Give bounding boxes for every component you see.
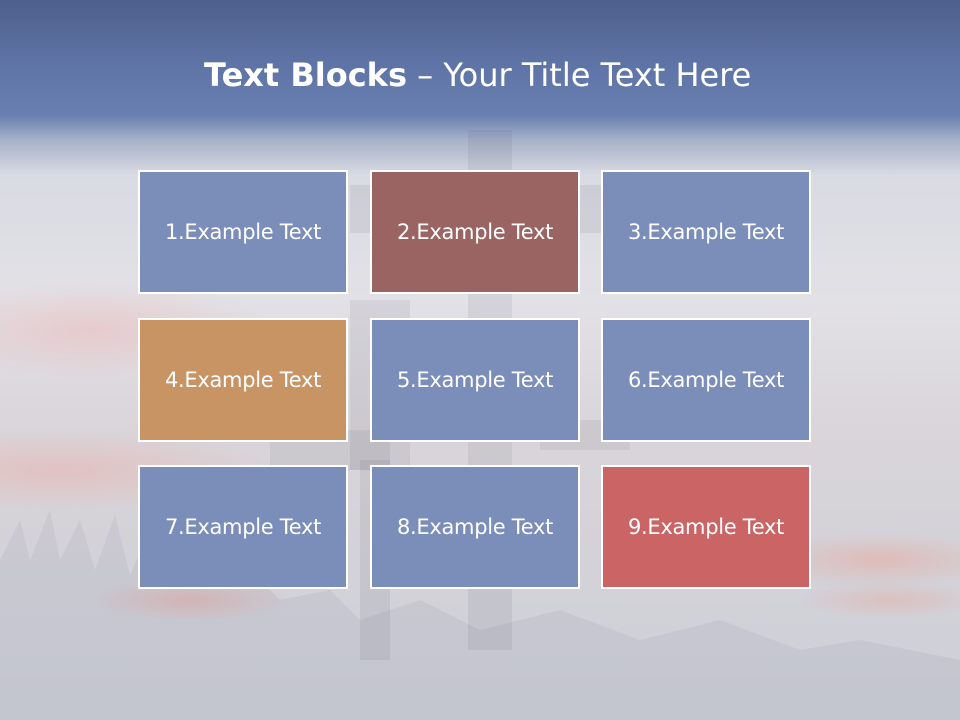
text-block-label: 1.Example Text <box>164 220 322 244</box>
text-block-2[interactable]: 2.Example Text <box>370 170 580 294</box>
text-block-3[interactable]: 3.Example Text <box>601 170 811 294</box>
text-block-6[interactable]: 6.Example Text <box>601 318 811 442</box>
text-block-label: 6.Example Text <box>627 368 785 392</box>
text-block-8[interactable]: 8.Example Text <box>370 465 580 589</box>
text-block-1[interactable]: 1.Example Text <box>138 170 348 294</box>
text-block-9[interactable]: 9.Example Text <box>601 465 811 589</box>
title-separator: – <box>407 56 444 94</box>
text-block-5[interactable]: 5.Example Text <box>370 318 580 442</box>
text-block-label: 7.Example Text <box>164 515 322 539</box>
slide-title-text: Text Blocks – Your Title Text Here <box>204 52 751 98</box>
title-bold-text: Text Blocks <box>204 56 407 94</box>
text-block-7[interactable]: 7.Example Text <box>138 465 348 589</box>
text-block-label: 2.Example Text <box>396 220 554 244</box>
text-block-label: 4.Example Text <box>164 368 322 392</box>
text-block-grid: 1.Example Text 2.Example Text 3.Example … <box>138 170 816 594</box>
text-block-label: 3.Example Text <box>627 220 785 244</box>
text-block-label: 8.Example Text <box>396 515 554 539</box>
title-normal-text: Your Title Text Here <box>443 56 752 94</box>
text-block-label: 5.Example Text <box>396 368 554 392</box>
text-block-4[interactable]: 4.Example Text <box>138 318 348 442</box>
text-block-label: 9.Example Text <box>627 515 785 539</box>
